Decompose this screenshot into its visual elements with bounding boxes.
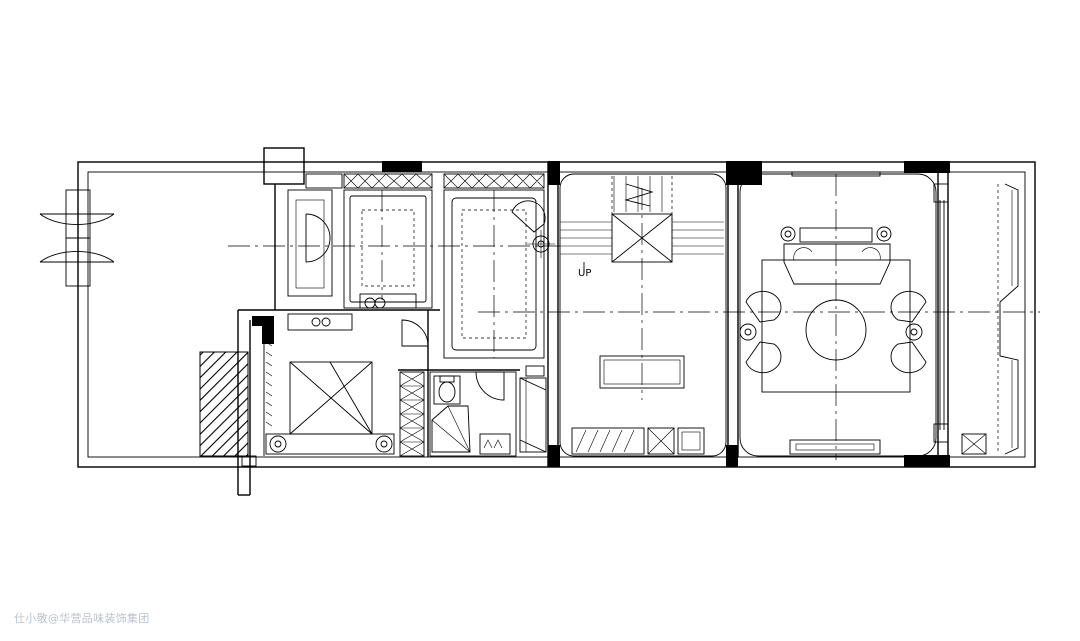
top-cabinets bbox=[343, 173, 545, 189]
closet-area bbox=[287, 173, 343, 297]
living-room bbox=[739, 171, 937, 457]
stair-room: UP bbox=[559, 173, 727, 457]
watermark-text: 仕小敬@华营品味装饰集团 bbox=[14, 612, 150, 625]
centre-lines bbox=[228, 174, 1040, 460]
left-terrace-door bbox=[39, 189, 115, 287]
bedroom-furniture bbox=[263, 313, 429, 456]
stair-up-label: UP bbox=[578, 268, 591, 279]
right-balcony bbox=[933, 183, 1019, 455]
bath-room-fixtures bbox=[343, 189, 555, 359]
small-bathroom bbox=[429, 365, 547, 457]
structural-columns bbox=[252, 161, 950, 467]
hatched-stair-block bbox=[199, 351, 257, 467]
shelf-units bbox=[399, 371, 425, 457]
